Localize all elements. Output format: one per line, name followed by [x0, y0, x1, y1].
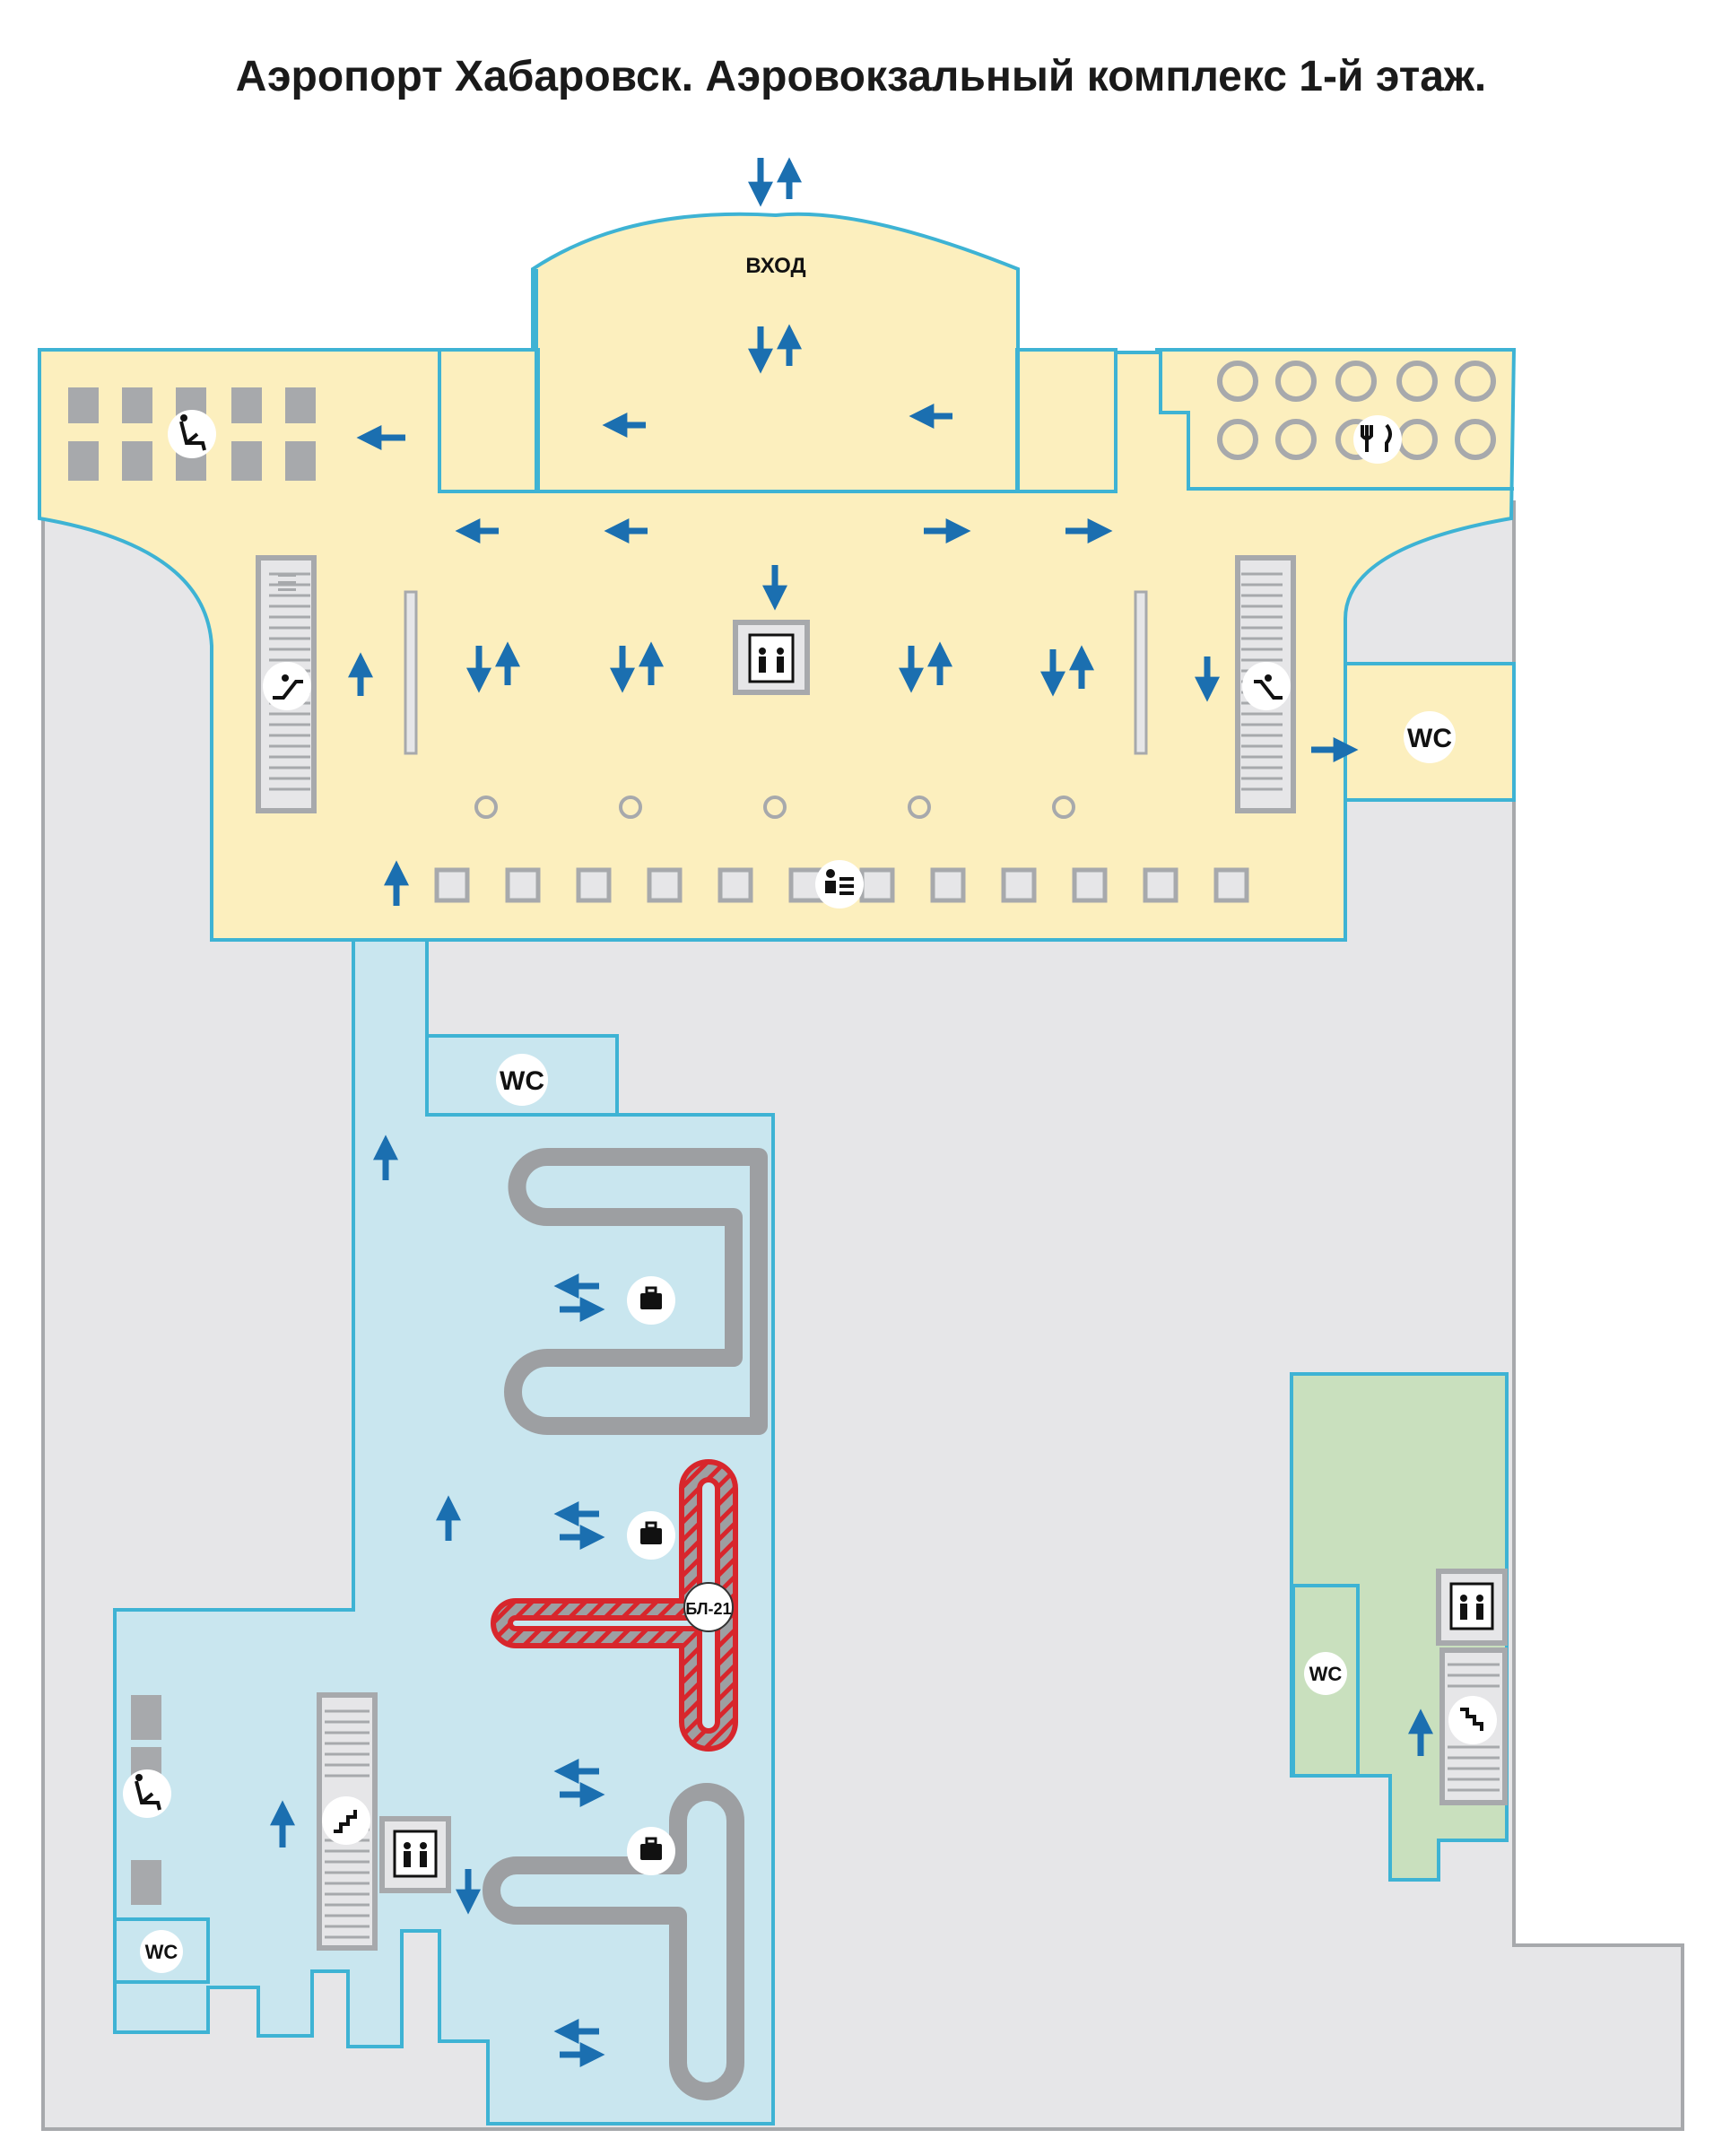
flow-arrows [270, 157, 1433, 2067]
check-in-desks [434, 867, 1249, 903]
fork-knife-icon [1353, 415, 1402, 464]
columns-row [474, 795, 1075, 819]
baggage-belt-active [491, 1459, 738, 1752]
seat-icon-lower [123, 1769, 171, 1818]
baggage-claim-icon-1 [627, 1276, 675, 1325]
wc-lower-icon: WC [140, 1930, 183, 1973]
wc-arrivals-label: WC [500, 1066, 544, 1096]
map-title: Аэропорт Хабаровск. Аэровокзальный компл… [235, 53, 1487, 100]
escalator-down-icon [1242, 662, 1291, 710]
stairs-service-steps [1448, 1663, 1500, 1792]
elevator-icon-service [1449, 1582, 1494, 1630]
belt-label: БЛ-21 [685, 1600, 731, 1618]
wc-service-icon: WC [1304, 1652, 1347, 1695]
baggage-belt-lower [483, 1783, 744, 2100]
seating-area-top [68, 387, 316, 481]
hall-room-right [1015, 348, 1118, 493]
baggage-claim-icon-2 [627, 1511, 675, 1560]
partition-right [1134, 590, 1148, 755]
restaurant-zone [1159, 350, 1514, 491]
baggage-belt-upper [504, 1148, 768, 1435]
hall-room-left [438, 348, 540, 493]
wc-arrivals-icon: WC [496, 1054, 548, 1106]
escalator-up-icon [263, 662, 311, 710]
elevator-icon-lower [393, 1830, 438, 1878]
seat-icon [168, 410, 216, 458]
wc-right-label: WC [1407, 724, 1452, 753]
stairs-down-icon-service [1448, 1696, 1497, 1744]
belt-label-badge [683, 1582, 734, 1632]
wc-room-service [1292, 1584, 1360, 1778]
wc-lower-label: WC [145, 1941, 178, 1963]
elevator-icon [748, 633, 795, 683]
entrance-label: ВХОД [745, 254, 805, 278]
wc-service-label: WC [1309, 1663, 1343, 1685]
baggage-claim-icon-3 [627, 1827, 675, 1875]
partition-left [404, 590, 418, 755]
check-in-icon [815, 860, 864, 908]
stairs-up-icon-lower [322, 1796, 370, 1845]
wc-right-icon: WC [1404, 711, 1456, 763]
